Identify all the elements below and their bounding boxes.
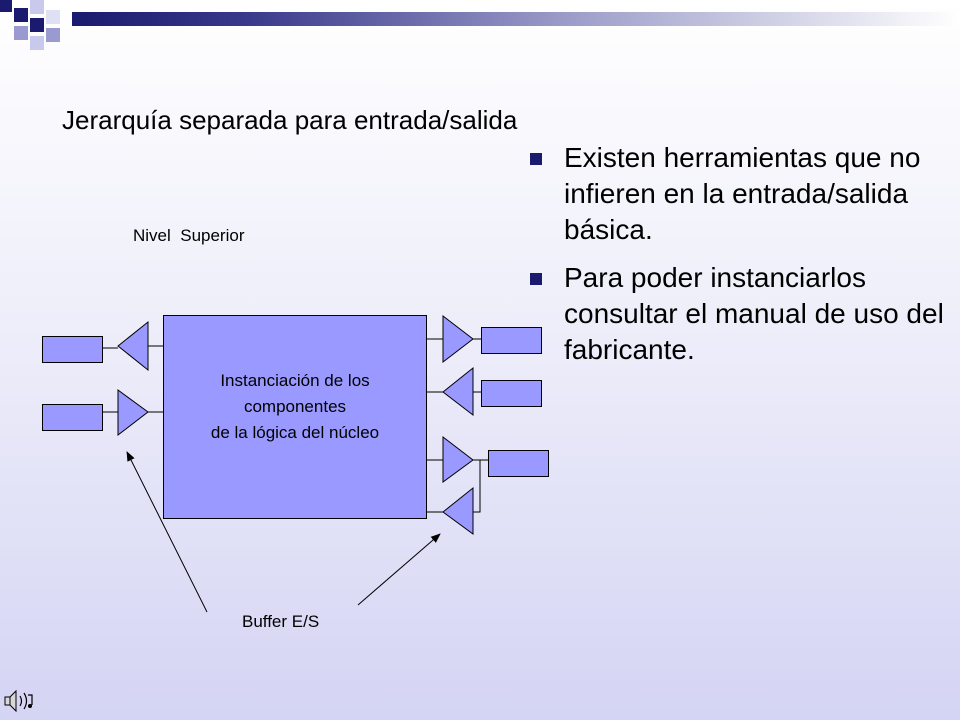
header-square: [30, 0, 44, 14]
header-square: [46, 10, 60, 24]
io-buffer: [442, 486, 474, 535]
bullet-text: Para poder instanciarlos consultar el ma…: [564, 262, 944, 365]
output-pin: [481, 327, 542, 354]
top-level-label: Nivel Superior: [133, 226, 245, 245]
io-buffer: [442, 366, 474, 417]
header-square: [0, 0, 12, 12]
header-square: [14, 8, 28, 22]
pointer-arrow: [357, 533, 441, 606]
bidir-pin: [488, 450, 549, 477]
output-pin: [481, 380, 542, 407]
header-square: [14, 26, 28, 40]
buffer-label: Buffer E/S: [242, 612, 320, 631]
speaker-icon[interactable]: [4, 688, 36, 714]
io-buffer: [442, 314, 474, 364]
core-logic-label: Instanciación de los componentes de la l…: [210, 371, 380, 442]
header-bar: [72, 12, 960, 26]
header-square: [30, 36, 44, 50]
io-buffer: [442, 435, 474, 483]
square-bullet-icon: [530, 153, 542, 165]
io-buffer: [117, 389, 149, 437]
input-pin: [42, 336, 103, 363]
input-pin: [42, 404, 103, 431]
core-logic-block: Instanciación de los componentes de la l…: [163, 315, 427, 519]
header-square: [30, 18, 44, 32]
slide-title: Jerarquía separada para entrada/salida: [62, 105, 518, 135]
pointer-arrow: [126, 451, 208, 613]
bullet-item: Existen herramientas que no infieren en …: [524, 140, 944, 248]
wire: [473, 460, 481, 513]
square-bullet-icon: [530, 273, 542, 285]
bullet-list: Existen herramientas que no infieren en …: [524, 140, 944, 380]
io-buffer: [117, 320, 149, 372]
header-square: [46, 28, 60, 42]
bullet-text: Existen herramientas que no infieren en …: [564, 142, 921, 245]
bullet-item: Para poder instanciarlos consultar el ma…: [524, 260, 944, 368]
